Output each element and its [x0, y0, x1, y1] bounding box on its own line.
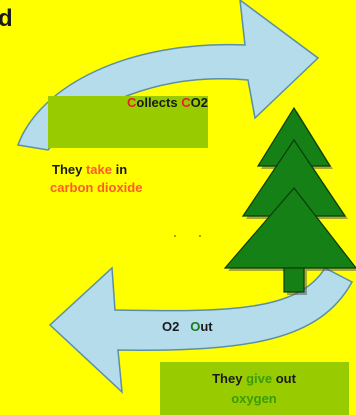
- label-part: C: [127, 95, 137, 110]
- give-out-line1: They give out: [212, 371, 296, 386]
- give-out-oxygen-box: [160, 362, 349, 415]
- collects-co2-box: [48, 96, 208, 148]
- label-part: C: [181, 95, 191, 110]
- text-part: out: [272, 371, 296, 386]
- label-part: O: [162, 319, 172, 334]
- label-part: O2: [191, 95, 208, 110]
- label-part: O: [190, 319, 200, 334]
- collects-co2-label: Collects CO2: [127, 95, 208, 110]
- text-part: They: [52, 162, 86, 177]
- small-mark: [199, 235, 201, 237]
- label-part: 2: [172, 319, 190, 334]
- small-mark: [174, 235, 176, 237]
- take-in-line2: carbon dioxide: [50, 180, 142, 195]
- text-part: in: [112, 162, 127, 177]
- bottom-curved-arrow: [48, 266, 354, 394]
- pine-tree: [223, 106, 356, 295]
- text-part: They: [212, 371, 246, 386]
- label-part: ut: [200, 319, 213, 334]
- o2-out-label: O2 Out: [162, 319, 213, 334]
- give-out-line2: oxygen: [231, 391, 277, 406]
- take-in-line1: They take in: [52, 162, 127, 177]
- text-part: give: [246, 371, 272, 386]
- text-part: take: [86, 162, 112, 177]
- label-part: ollects: [136, 95, 181, 110]
- corner-text: d: [0, 5, 13, 32]
